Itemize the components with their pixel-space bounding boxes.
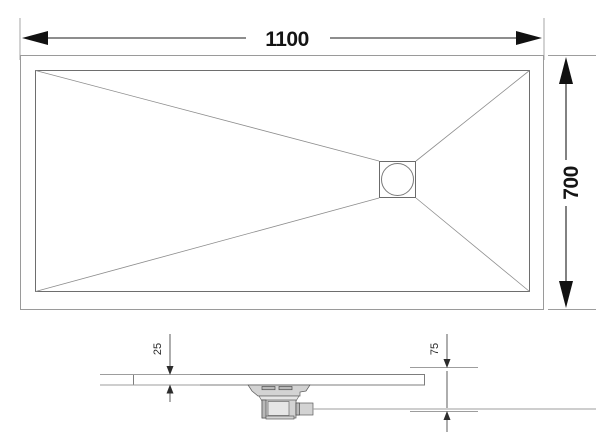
arrowhead-left-icon <box>22 31 48 45</box>
tray-outer-border <box>20 55 544 310</box>
slope-line-bottom-left <box>35 197 380 292</box>
trap-rib-left <box>261 399 267 419</box>
dimension-label-width: 1100 <box>265 28 309 51</box>
trap-slot-left <box>261 386 276 391</box>
trap-slot-right <box>278 386 293 391</box>
slope-line-top-right <box>415 70 530 162</box>
arrowhead-thickness-bottom-icon <box>166 384 174 394</box>
arrowhead-up-icon <box>559 57 573 84</box>
arrowhead-trapdepth-bottom-icon <box>443 411 451 420</box>
trap-base <box>265 415 295 420</box>
plan-view <box>19 18 596 310</box>
dimension-label-depth: 700 <box>560 166 583 200</box>
waste-trap-assembly <box>247 384 314 420</box>
trap-outlet-ring <box>295 402 300 416</box>
trap-bowl <box>267 401 290 416</box>
section-tray-slab <box>133 374 425 386</box>
dimension-label-trap-depth: 75 <box>429 343 441 355</box>
arrowhead-trapdepth-top-icon <box>443 359 451 368</box>
arrowhead-right-icon <box>516 31 542 45</box>
tray-inner-outline <box>35 70 530 292</box>
dimension-label-tray-thickness: 25 <box>152 343 164 355</box>
section-view <box>100 334 596 432</box>
slope-line-top-left <box>35 70 380 162</box>
slope-line-bottom-right <box>415 197 530 292</box>
arrowhead-thickness-top-icon <box>166 366 174 375</box>
drain-square-housing <box>379 161 416 198</box>
drain-grate-circle-icon <box>381 163 414 196</box>
arrowhead-down-icon <box>559 281 573 308</box>
